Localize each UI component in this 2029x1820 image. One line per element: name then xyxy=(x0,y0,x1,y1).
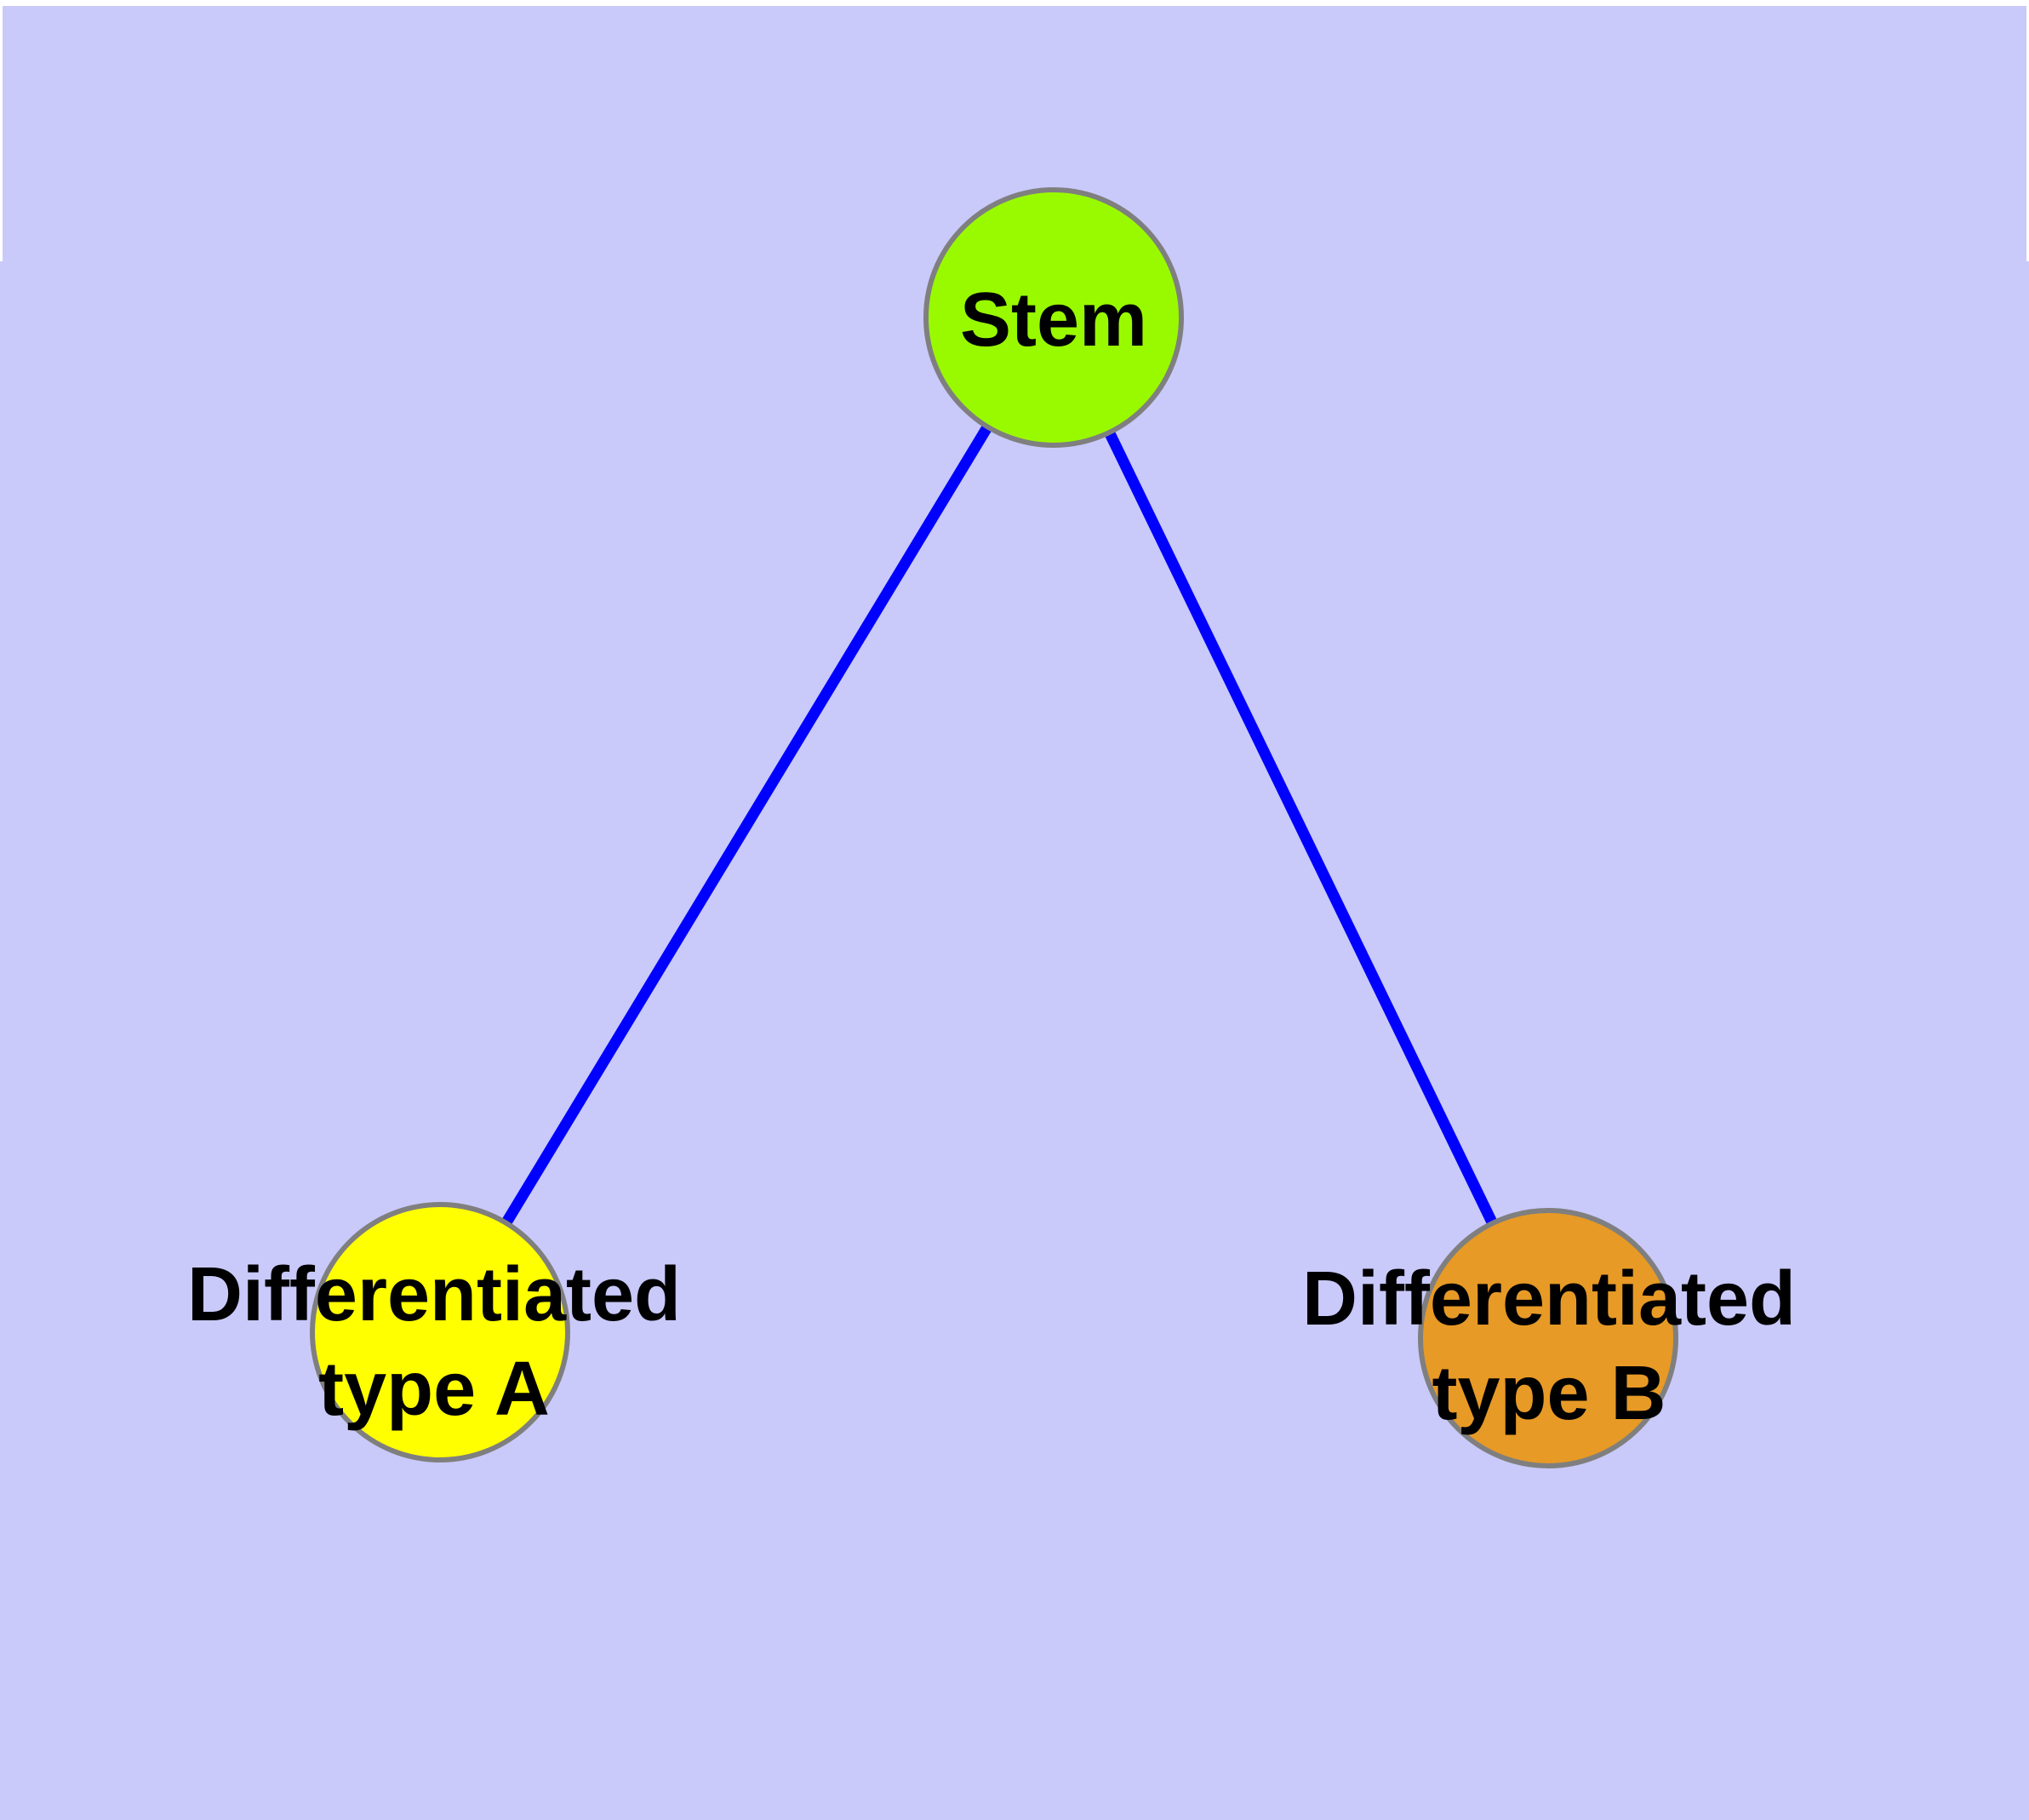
node-differentiated-type-a-label-line2: type A xyxy=(318,1347,550,1432)
edge-stem-to-type-a xyxy=(435,314,1059,1336)
page-margin-right-sliver xyxy=(2026,6,2029,261)
node-differentiated-type-a xyxy=(310,1202,570,1462)
node-differentiated-type-b-label-line1: Differentiated xyxy=(1302,1256,1796,1342)
node-stem xyxy=(923,187,1184,448)
node-stem-label: Stem xyxy=(960,278,1147,363)
node-differentiated-type-b xyxy=(1418,1208,1678,1468)
node-differentiated-type-a-label-line1: Differentiated xyxy=(187,1252,681,1337)
page-margin-left-sliver xyxy=(0,6,3,261)
edge-stem-to-type-b xyxy=(1049,315,1553,1341)
node-differentiated-type-b-label-line2: type B xyxy=(1432,1351,1666,1436)
